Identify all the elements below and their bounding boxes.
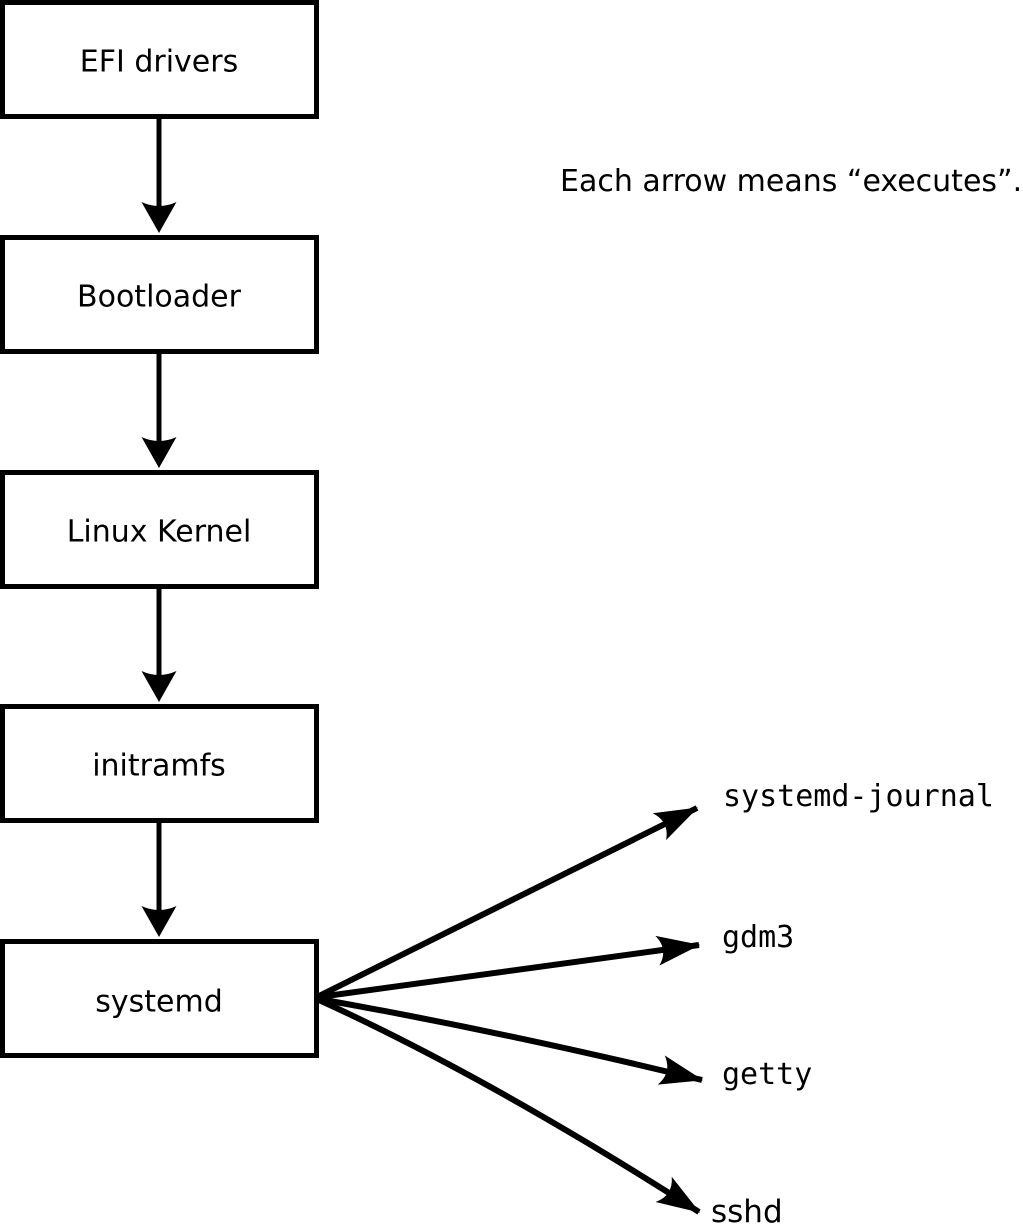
linux-kernel-label: Linux Kernel (67, 515, 252, 550)
efi-drivers-label: EFI drivers (80, 45, 238, 80)
initramfs-box (0, 704, 319, 823)
arrowhead-down-icon (141, 202, 177, 233)
node-systemd: systemd (0, 939, 319, 1058)
node-initramfs: initramfs (0, 704, 319, 823)
systemd-box (0, 939, 319, 1058)
arrow-systemd-to-systemd-journal (317, 805, 699, 999)
node-bootloader: Bootloader (0, 235, 319, 354)
arrow-kernel-to-initramfs (141, 589, 177, 702)
arrowhead-down-icon (141, 906, 177, 937)
arrow-efi-to-bootloader (141, 119, 177, 233)
arrow-initramfs-to-systemd (141, 823, 177, 937)
initramfs-label: initramfs (92, 749, 226, 784)
gdm3-label: gdm3 (722, 920, 794, 955)
arrow-systemd-to-gdm3 (318, 935, 701, 1000)
sshd-label: sshd (711, 1194, 783, 1230)
arrow-bootloader-to-kernel (141, 354, 177, 468)
systemd-label: systemd (95, 985, 223, 1020)
arrow-systemd-to-sshd (317, 997, 701, 1215)
note-arrow-meaning: Each arrow means “executes”. (560, 164, 1022, 199)
node-linux-kernel: Linux Kernel (0, 470, 319, 589)
bootloader-label: Bootloader (77, 280, 242, 315)
arrow-systemd-to-getty (318, 996, 704, 1085)
bootloader-box (0, 235, 319, 354)
efi-drivers-box (0, 0, 319, 119)
systemd-journal-label: systemd-journal (723, 779, 994, 814)
arrowhead-down-icon (141, 671, 177, 702)
node-efi-drivers: EFI drivers (0, 0, 319, 119)
arrowhead-down-icon (141, 437, 177, 468)
linux-kernel-box (0, 470, 319, 589)
getty-label: getty (722, 1057, 812, 1092)
